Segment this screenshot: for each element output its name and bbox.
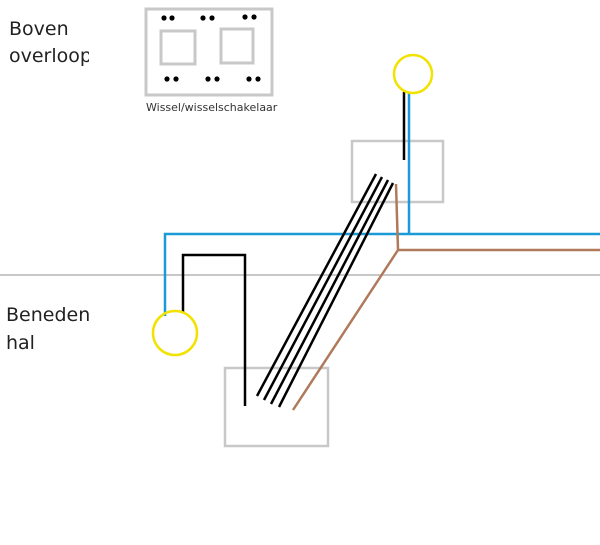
lower-floor-label-line1: Beneden — [6, 304, 91, 326]
blue-wire — [163, 92, 600, 316]
black-wire-lamp-lower — [181, 253, 247, 406]
brown-wire — [291, 183, 600, 411]
lower-floor-label-line2: hal — [6, 332, 35, 354]
black-wire-bundle — [255, 173, 395, 408]
lamp-upper-icon — [392, 53, 434, 95]
upper-floor-label-line2: overloop — [9, 45, 89, 67]
switch-caption: Wissel/wisselschakelaar — [146, 101, 278, 114]
lower-junction-box — [223, 366, 330, 448]
double-switch-icon — [144, 7, 274, 97]
upper-floor-label-line1: Boven — [9, 18, 69, 40]
lamp-lower-icon — [151, 309, 199, 357]
